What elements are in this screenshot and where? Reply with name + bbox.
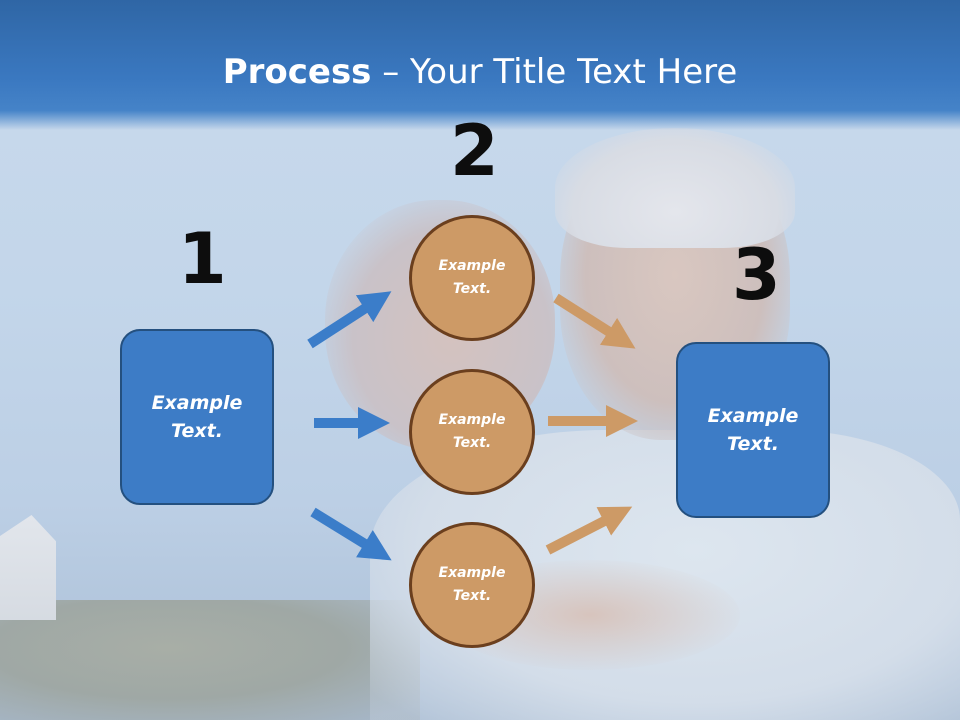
step-1-text: Example Text. — [151, 391, 243, 443]
header-band — [0, 0, 960, 130]
arrow-1-to-circle-top — [307, 291, 392, 349]
circle-middle-text: Example Text. — [438, 411, 506, 451]
step-3-text: Example Text. — [707, 404, 799, 456]
step-3-box: Example Text. — [676, 342, 830, 518]
step-number-3: 3 — [732, 234, 781, 316]
step-2-circle-bottom: Example Text. — [409, 522, 535, 648]
step-2-circle-middle: Example Text. — [409, 369, 535, 495]
title-rest: – Your Title Text Here — [371, 52, 738, 92]
background-ground — [0, 600, 420, 720]
circle-bottom-text: Example Text. — [438, 564, 506, 604]
arrow-1-to-circle-bottom — [310, 507, 392, 561]
background-man-hair — [555, 128, 795, 248]
step-number-1: 1 — [178, 218, 227, 300]
arrow-circle-top-to-3 — [553, 293, 636, 349]
slide-title: Process – Your Title Text Here — [0, 52, 960, 92]
background-house — [0, 515, 56, 620]
step-1-box: Example Text. — [120, 329, 274, 505]
title-bold: Process — [222, 52, 372, 92]
circle-top-text: Example Text. — [438, 257, 506, 297]
step-2-circle-top: Example Text. — [409, 215, 535, 341]
step-number-2: 2 — [450, 110, 499, 192]
arrow-circle-bottom-to-3 — [545, 506, 633, 555]
